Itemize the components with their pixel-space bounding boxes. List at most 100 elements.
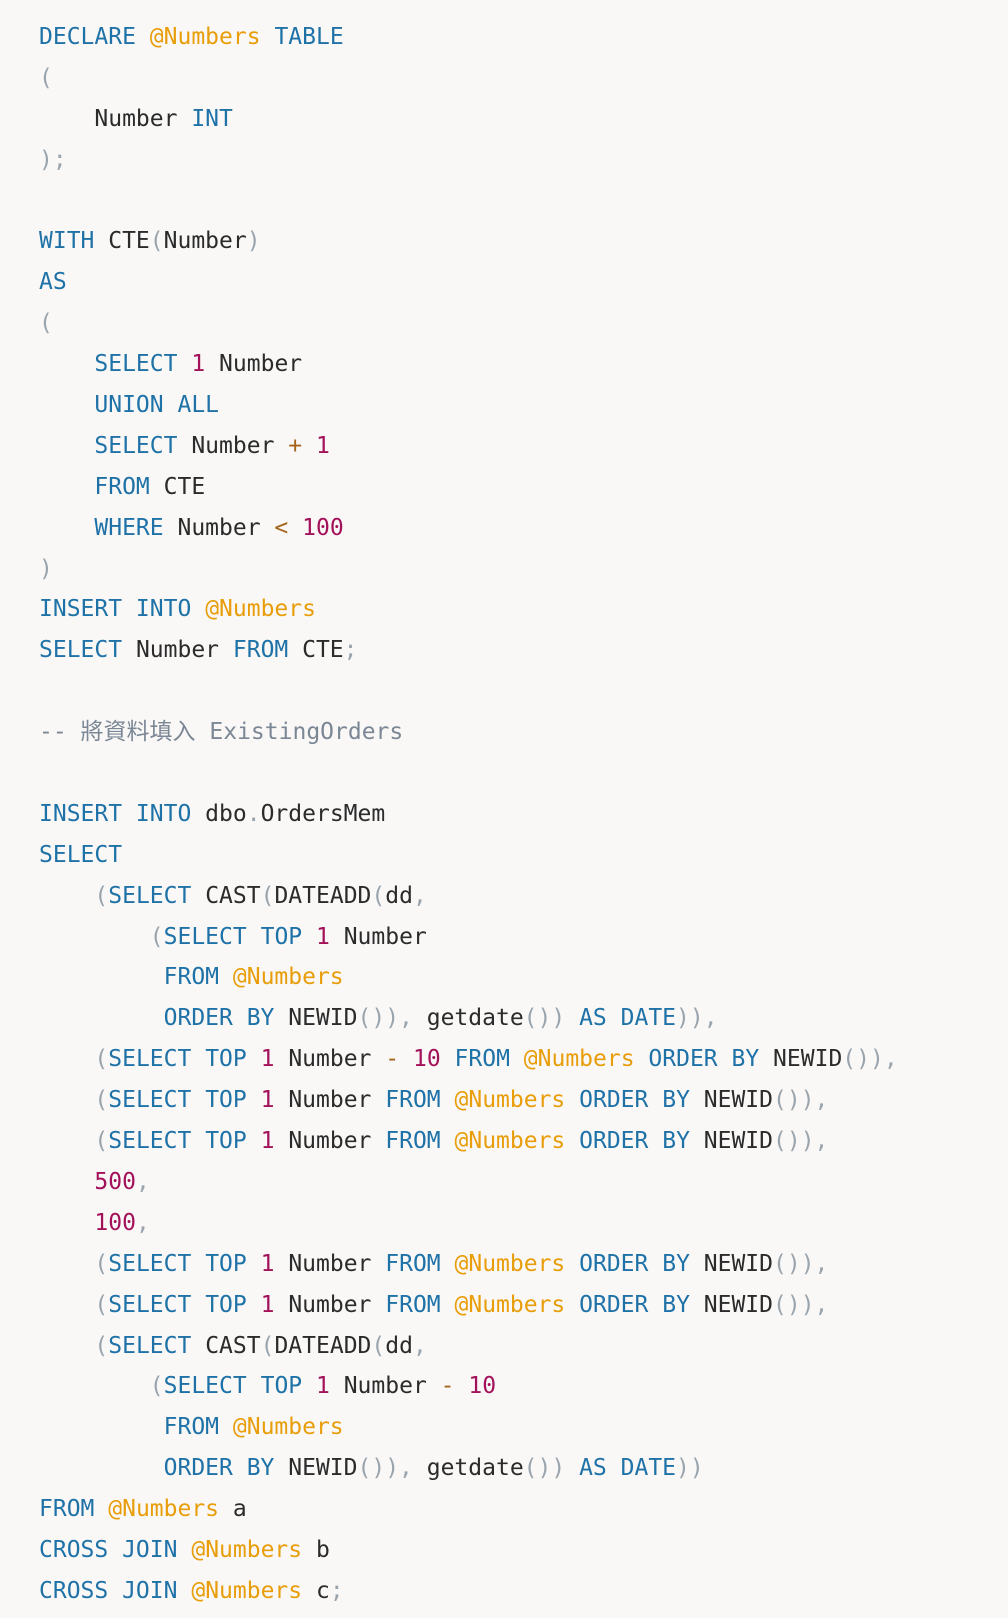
code-token: , bbox=[412, 882, 427, 909]
code-token: ( bbox=[260, 1332, 275, 1359]
code-token bbox=[177, 1537, 191, 1563]
code-token: TOP bbox=[260, 1373, 303, 1400]
code-token: ( bbox=[94, 1087, 109, 1114]
code-token: Number bbox=[274, 1128, 386, 1155]
code-token: b bbox=[302, 1536, 330, 1563]
code-token: ()), bbox=[357, 1455, 413, 1482]
code-line: (SELECT TOP 1 Number bbox=[39, 917, 1008, 958]
code-token: NEWID bbox=[689, 1291, 774, 1318]
code-token bbox=[441, 1128, 455, 1154]
code-token: SELECT bbox=[163, 1373, 247, 1400]
code-token: Number bbox=[274, 1291, 386, 1318]
code-token bbox=[399, 1046, 413, 1072]
code-token: 100 bbox=[94, 1209, 136, 1236]
code-token: . bbox=[246, 800, 261, 827]
code-token: CTE bbox=[149, 473, 206, 500]
code-token bbox=[191, 1087, 205, 1113]
code-token bbox=[247, 1087, 261, 1113]
code-token bbox=[191, 1251, 205, 1277]
code-line: ( bbox=[39, 58, 1008, 99]
code-token bbox=[607, 1005, 621, 1031]
code-token: FROM bbox=[385, 1291, 441, 1318]
code-token: FROM bbox=[163, 964, 220, 991]
code-token: Number bbox=[329, 923, 427, 950]
code-token bbox=[441, 1046, 455, 1072]
code-line: (SELECT TOP 1 Number - 10 FROM @Numbers … bbox=[39, 1039, 1008, 1080]
code-line: WHERE Number < 100 bbox=[39, 508, 1008, 549]
code-token bbox=[302, 433, 316, 459]
code-line: (SELECT TOP 1 Number FROM @Numbers ORDER… bbox=[39, 1080, 1008, 1121]
code-token: 1 bbox=[315, 432, 330, 459]
code-token: 將資料填入 bbox=[80, 719, 196, 746]
code-token: )) bbox=[676, 1455, 704, 1482]
code-token: ORDER BY bbox=[579, 1291, 690, 1318]
code-token bbox=[219, 1414, 233, 1440]
code-token: FROM bbox=[163, 1414, 220, 1441]
code-line: ( bbox=[39, 303, 1008, 344]
code-line: FROM CTE bbox=[39, 467, 1008, 508]
code-token bbox=[191, 1128, 205, 1154]
code-token: FROM bbox=[454, 1046, 510, 1073]
code-token: < bbox=[274, 514, 289, 541]
code-token: ( bbox=[39, 310, 53, 337]
code-token: CAST bbox=[191, 1332, 261, 1359]
code-token bbox=[39, 1087, 94, 1113]
code-token bbox=[39, 474, 94, 500]
code-token bbox=[177, 1578, 191, 1604]
code-token: CTE bbox=[94, 228, 150, 255]
code-token bbox=[136, 24, 150, 50]
code-line bbox=[39, 671, 1008, 712]
code-line: 500, bbox=[39, 1162, 1008, 1203]
code-line: (SELECT CAST(DATEADD(dd, bbox=[39, 876, 1008, 917]
code-token: UNION ALL bbox=[94, 392, 220, 419]
code-token: SELECT bbox=[94, 351, 178, 378]
code-token bbox=[441, 1087, 455, 1113]
code-token: ORDER BY bbox=[579, 1250, 690, 1277]
code-token: ( bbox=[94, 1332, 109, 1359]
code-token bbox=[39, 1414, 164, 1440]
code-token: @Numbers bbox=[454, 1291, 566, 1318]
code-token: + bbox=[288, 432, 303, 459]
code-token bbox=[39, 1210, 94, 1236]
code-token: 1 bbox=[260, 1291, 275, 1318]
code-token: ORDER BY bbox=[579, 1087, 690, 1114]
code-line: (SELECT TOP 1 Number - 10 bbox=[39, 1366, 1008, 1407]
code-token bbox=[635, 1046, 649, 1072]
code-token bbox=[39, 1292, 94, 1318]
code-token: FROM bbox=[39, 1496, 95, 1523]
code-token: ()) bbox=[523, 1455, 566, 1482]
code-token: Number bbox=[205, 351, 303, 378]
code-token: AS bbox=[39, 269, 67, 296]
code-token: , bbox=[135, 1168, 150, 1195]
code-token: - bbox=[440, 1373, 455, 1400]
code-token bbox=[302, 1373, 316, 1399]
code-line bbox=[39, 181, 1008, 222]
code-line: INSERT INTO dbo.OrdersMem bbox=[39, 794, 1008, 835]
code-token: Number bbox=[163, 228, 247, 255]
code-token: WITH bbox=[39, 228, 95, 255]
code-token: ( bbox=[149, 923, 164, 950]
code-token bbox=[441, 1251, 455, 1277]
code-token: ( bbox=[39, 64, 53, 91]
code-token: SELECT bbox=[94, 432, 178, 459]
code-token: ()), bbox=[773, 1087, 829, 1114]
code-token: 500 bbox=[94, 1168, 136, 1195]
code-token bbox=[39, 1046, 94, 1072]
code-token: 1 bbox=[260, 1128, 275, 1155]
code-token: ( bbox=[260, 882, 275, 909]
code-token bbox=[39, 1373, 150, 1399]
code-line: AS bbox=[39, 262, 1008, 303]
code-token bbox=[565, 1455, 579, 1481]
code-token: DATE bbox=[620, 1005, 677, 1032]
code-line: SELECT Number + 1 bbox=[39, 426, 1008, 467]
code-token: getdate bbox=[412, 1005, 524, 1032]
code-token: FROM bbox=[385, 1250, 441, 1277]
code-token: @Numbers bbox=[191, 1577, 303, 1604]
code-token: ( bbox=[94, 1128, 109, 1155]
code-token: ()), bbox=[773, 1291, 829, 1318]
code-token: @Numbers bbox=[232, 1414, 344, 1441]
code-token: ( bbox=[371, 882, 386, 909]
code-token bbox=[39, 1005, 164, 1031]
code-token bbox=[191, 596, 205, 622]
code-token: NEWID bbox=[689, 1250, 774, 1277]
